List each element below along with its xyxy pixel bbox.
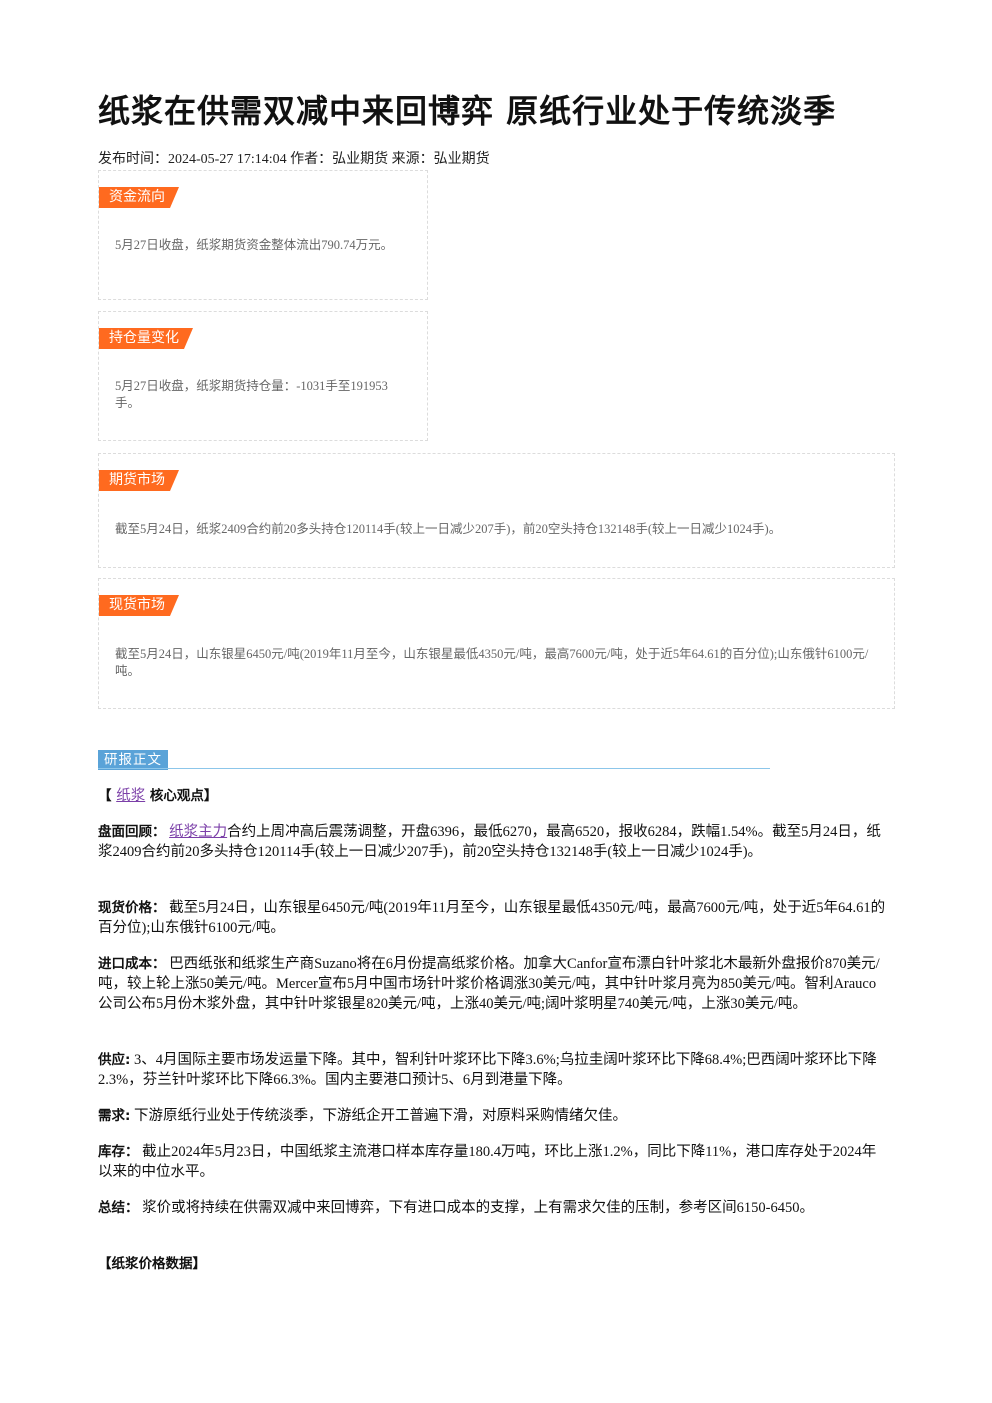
para-supply: 供应: 3、4月国际主要市场发运量下降。其中，智利针叶浆环比下降3.6%;乌拉圭… bbox=[98, 1050, 888, 1090]
text-summary: 浆价或将持续在供需双减中来回博弈，下有进口成本的支撑，上有需求欠佳的压制，参考区… bbox=[142, 1200, 814, 1216]
article-meta: 发布时间：2024-05-27 17:14:04 作者：弘业期货 来源：弘业期货 bbox=[98, 152, 490, 167]
label-demand: 需求: bbox=[98, 1108, 131, 1124]
fund-flow-text: 5月27日收盘，纸浆期货资金整体流出790.74万元。 bbox=[115, 238, 394, 252]
fund-flow-box: 资金流向 5月27日收盘，纸浆期货资金整体流出790.74万元。 bbox=[98, 170, 428, 300]
text-spot-price: 截至5月24日，山东银星6450元/吨(2019年11月至今，山东银星最低435… bbox=[98, 900, 886, 936]
futures-market-text: 截至5月24日，纸浆2409合约前20多头持仓120114手(较上一日减少207… bbox=[115, 522, 782, 536]
core-view-heading: 【 纸浆 核心观点】 bbox=[98, 786, 888, 806]
label-market-review: 盘面回顾： bbox=[98, 824, 166, 840]
core-view-open: 【 bbox=[98, 788, 117, 804]
label-supply: 供应: bbox=[98, 1052, 131, 1068]
spot-market-tag: 现货市场 bbox=[99, 595, 179, 616]
para-import-cost: 进口成本： 巴西纸张和纸浆生产商Suzano将在6月份提高纸浆价格。加拿大Can… bbox=[98, 954, 888, 1014]
position-change-box: 持仓量变化 5月27日收盘，纸浆期货持仓量：-1031手至191953手。 bbox=[98, 311, 428, 441]
pulp-main-contract-link[interactable]: 纸浆主力 bbox=[169, 824, 228, 840]
pulp-link[interactable]: 纸浆 bbox=[116, 788, 146, 804]
label-spot-price: 现货价格： bbox=[98, 900, 166, 916]
core-view-close: 核心观点】 bbox=[145, 788, 218, 804]
text-import-cost: 巴西纸张和纸浆生产商Suzano将在6月份提高纸浆价格。加拿大Canfor宣布漂… bbox=[98, 956, 880, 1012]
futures-market-box: 期货市场 截至5月24日，纸浆2409合约前20多头持仓120114手(较上一日… bbox=[98, 453, 895, 568]
para-market-review: 盘面回顾： 纸浆主力合约上周冲高后震荡调整，开盘6396，最低6270，最高65… bbox=[98, 822, 888, 862]
text-supply: 3、4月国际主要市场发运量下降。其中，智利针叶浆环比下降3.6%;乌拉圭阔叶浆环… bbox=[98, 1052, 877, 1088]
label-import-cost: 进口成本： bbox=[98, 956, 166, 972]
section-divider bbox=[98, 768, 770, 769]
report-body-tag: 研报正文 bbox=[98, 750, 168, 770]
para-demand: 需求: 下游原纸行业处于传统淡季，下游纸企开工普遍下滑，对原料采购情绪欠佳。 bbox=[98, 1106, 888, 1126]
para-summary: 总结： 浆价或将持续在供需双减中来回博弈，下有进口成本的支撑，上有需求欠佳的压制… bbox=[98, 1198, 888, 1218]
spot-market-box: 现货市场 截至5月24日，山东银星6450元/吨(2019年11月至今，山东银星… bbox=[98, 578, 895, 709]
text-market-review: 合约上周冲高后震荡调整，开盘6396，最低6270，最高6520，报收6284，… bbox=[98, 824, 881, 860]
label-inventory: 库存： bbox=[98, 1144, 139, 1160]
price-data-heading: 【纸浆价格数据】 bbox=[98, 1254, 888, 1274]
price-data-heading-text: 【纸浆价格数据】 bbox=[98, 1256, 206, 1272]
para-inventory: 库存： 截止2024年5月23日，中国纸浆主流港口样本库存量180.4万吨，环比… bbox=[98, 1142, 888, 1182]
futures-market-tag: 期货市场 bbox=[99, 470, 179, 491]
text-inventory: 截止2024年5月23日，中国纸浆主流港口样本库存量180.4万吨，环比上涨1.… bbox=[98, 1144, 877, 1180]
para-spot-price: 现货价格： 截至5月24日，山东银星6450元/吨(2019年11月至今，山东银… bbox=[98, 898, 888, 938]
position-change-tag: 持仓量变化 bbox=[99, 328, 193, 349]
label-summary: 总结： bbox=[98, 1200, 139, 1216]
page-title: 纸浆在供需双减中来回博弈 原纸行业处于传统淡季 bbox=[98, 92, 837, 130]
spot-market-text: 截至5月24日，山东银星6450元/吨(2019年11月至今，山东银星最低435… bbox=[115, 647, 869, 678]
position-change-text: 5月27日收盘，纸浆期货持仓量：-1031手至191953手。 bbox=[115, 379, 388, 410]
fund-flow-tag: 资金流向 bbox=[99, 187, 179, 208]
text-demand: 下游原纸行业处于传统淡季，下游纸企开工普遍下滑，对原料采购情绪欠佳。 bbox=[134, 1108, 628, 1124]
